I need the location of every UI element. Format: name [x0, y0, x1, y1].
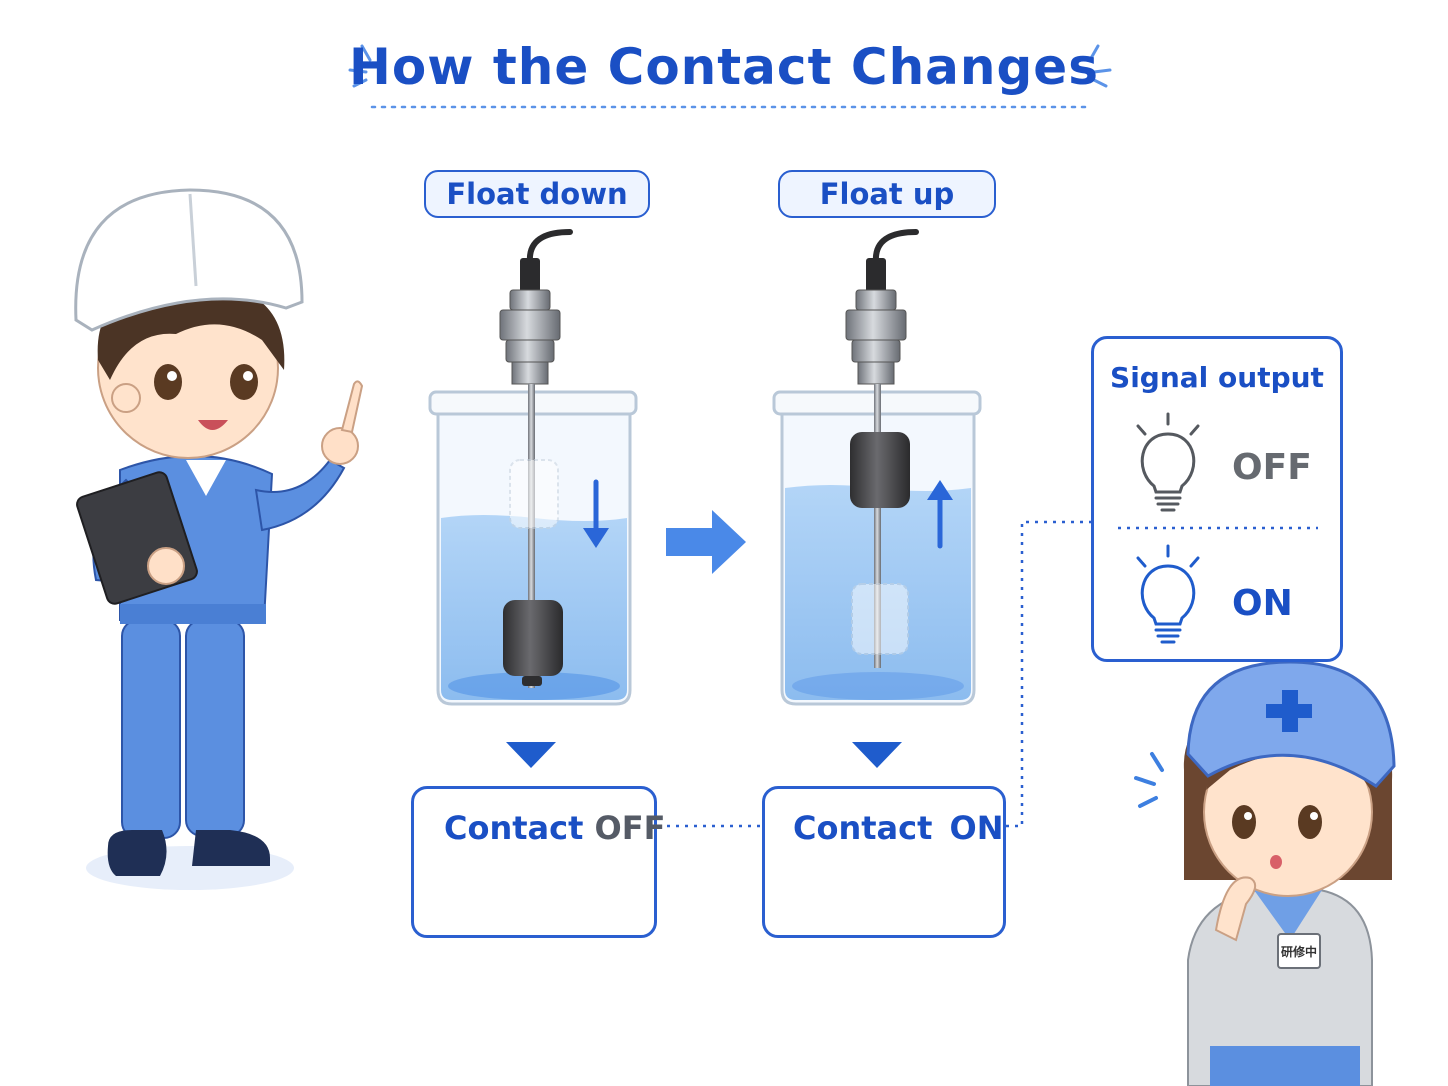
contact-word: Contact [793, 809, 933, 847]
state-label-float-down-text: Float down [446, 177, 628, 211]
signal-output-title: Signal output [1110, 361, 1324, 394]
contact-on-label: Contact ON [793, 809, 1004, 847]
bulb-on-icon [1136, 544, 1200, 644]
signal-on-label: ON [1232, 583, 1293, 624]
contact-on-state: ON [949, 809, 1004, 847]
state-label-float-up-text: Float up [819, 177, 955, 211]
contact-on-box: Contact ON [762, 786, 1006, 938]
down-triangle-left [506, 742, 556, 768]
page-title: How the Contact Changes [349, 38, 1099, 96]
worker-illustration-left [74, 188, 364, 890]
contact-off-state: OFF [594, 809, 666, 847]
contact-off-box: Contact OFF [411, 786, 665, 938]
tank-float-down [428, 229, 638, 706]
state-label-float-up: Float up [778, 170, 996, 218]
tank-float-up [772, 229, 982, 706]
signal-off-label: OFF [1232, 447, 1312, 488]
signal-output-panel: Signal output OFF ON [1091, 336, 1343, 662]
transition-arrow [666, 510, 746, 574]
title-decoration [348, 44, 1112, 109]
state-label-float-down: Float down [424, 170, 650, 218]
bulb-off-icon [1136, 412, 1200, 512]
contact-off-label: Contact OFF [444, 809, 665, 847]
down-triangle-right [852, 742, 902, 768]
contact-word: Contact [444, 809, 584, 847]
name-badge-text: 研修中 [1281, 945, 1318, 959]
worker-illustration-right [1134, 660, 1396, 1086]
